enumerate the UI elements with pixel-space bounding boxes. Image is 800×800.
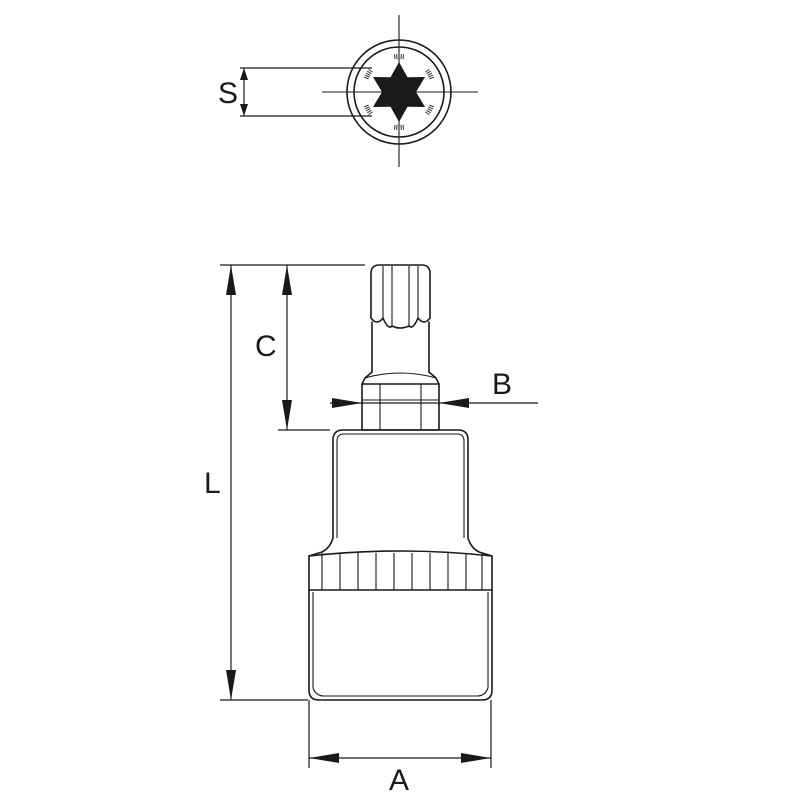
inner-circle [353, 46, 445, 138]
socket-lower-outline [308, 589, 493, 701]
star-tip-hatch-tick [427, 108, 433, 112]
star-tip-hatch-tick [364, 74, 370, 78]
dimension-label-l: L [204, 467, 221, 500]
a-arrow-right [461, 753, 491, 763]
star-tip-hatch-tick [394, 124, 396, 130]
star-tip-hatch-tick [365, 72, 371, 76]
socket-left-transition [308, 537, 334, 557]
s-arrow-bottom [240, 104, 248, 116]
star-tip-hatch-tick [427, 72, 433, 76]
dimension-label-s: S [218, 77, 238, 110]
c-arrow-top [282, 265, 292, 295]
star-tip-hatch-tick [367, 109, 372, 114]
dimension-label-a: A [389, 764, 409, 797]
hex-collar [361, 383, 440, 431]
bit-tip-end-curve [370, 317, 431, 329]
star-tip-hatch-tick [402, 124, 404, 130]
l-arrow-top [226, 265, 236, 295]
star-tip-hatch-tick [426, 109, 431, 114]
knurl-lines [321, 553, 483, 590]
bit-tip-outline [370, 264, 431, 319]
neck-hex-curve [364, 372, 437, 379]
dimension-label-c: C [255, 330, 277, 363]
knurl-ring-outline [308, 550, 493, 591]
star-tip-hatch-tick [367, 70, 372, 75]
star-tip-hatch-tick [429, 104, 435, 108]
star-tip-hatch-tick [428, 106, 434, 110]
star-tip-hatch-tick [363, 76, 369, 80]
side-view: L C B A [204, 264, 538, 797]
star-tip-hatch-tick [429, 76, 435, 80]
a-arrow-left [309, 753, 339, 763]
s-arrow-top [240, 68, 248, 80]
star-tip-hatch-tick [363, 104, 369, 108]
b-arrow-right [439, 398, 469, 408]
star-tip-hatch-tick [402, 54, 404, 60]
torx-star-profile [373, 62, 425, 122]
socket-knurled-ring [308, 550, 493, 591]
star-tip-hatch-tick [425, 111, 430, 116]
bit-tip [370, 264, 431, 329]
star-tip-hatch-tick [368, 111, 373, 116]
star-tip-hatch-tick [426, 70, 431, 75]
c-arrow-bottom [282, 400, 292, 430]
socket-upper-inner-edge [336, 433, 465, 538]
socket-upper-body [308, 429, 493, 557]
hex-collar-outline [361, 383, 440, 431]
socket-bottom-inner-edge [312, 687, 489, 697]
star-tip-hatch-tick [365, 108, 371, 112]
end-view: S [218, 15, 478, 167]
star-tip-hatch-tick [428, 74, 434, 78]
socket-right-transition [467, 537, 493, 557]
bit-neck [361, 321, 440, 385]
socket-lower-body [308, 589, 493, 701]
outer-circle [346, 39, 452, 145]
l-arrow-bottom [226, 670, 236, 700]
socket-upper-outline [332, 429, 469, 539]
star-tip-hatch-tick [394, 54, 396, 60]
star-tip-hatch-tick [425, 68, 430, 73]
dimension-label-b: B [492, 368, 512, 401]
star-tip-hatch-tick [368, 68, 373, 73]
star-tip-hatching [363, 54, 435, 130]
b-arrow-left [332, 398, 362, 408]
star-tip-hatch-tick [364, 106, 370, 110]
